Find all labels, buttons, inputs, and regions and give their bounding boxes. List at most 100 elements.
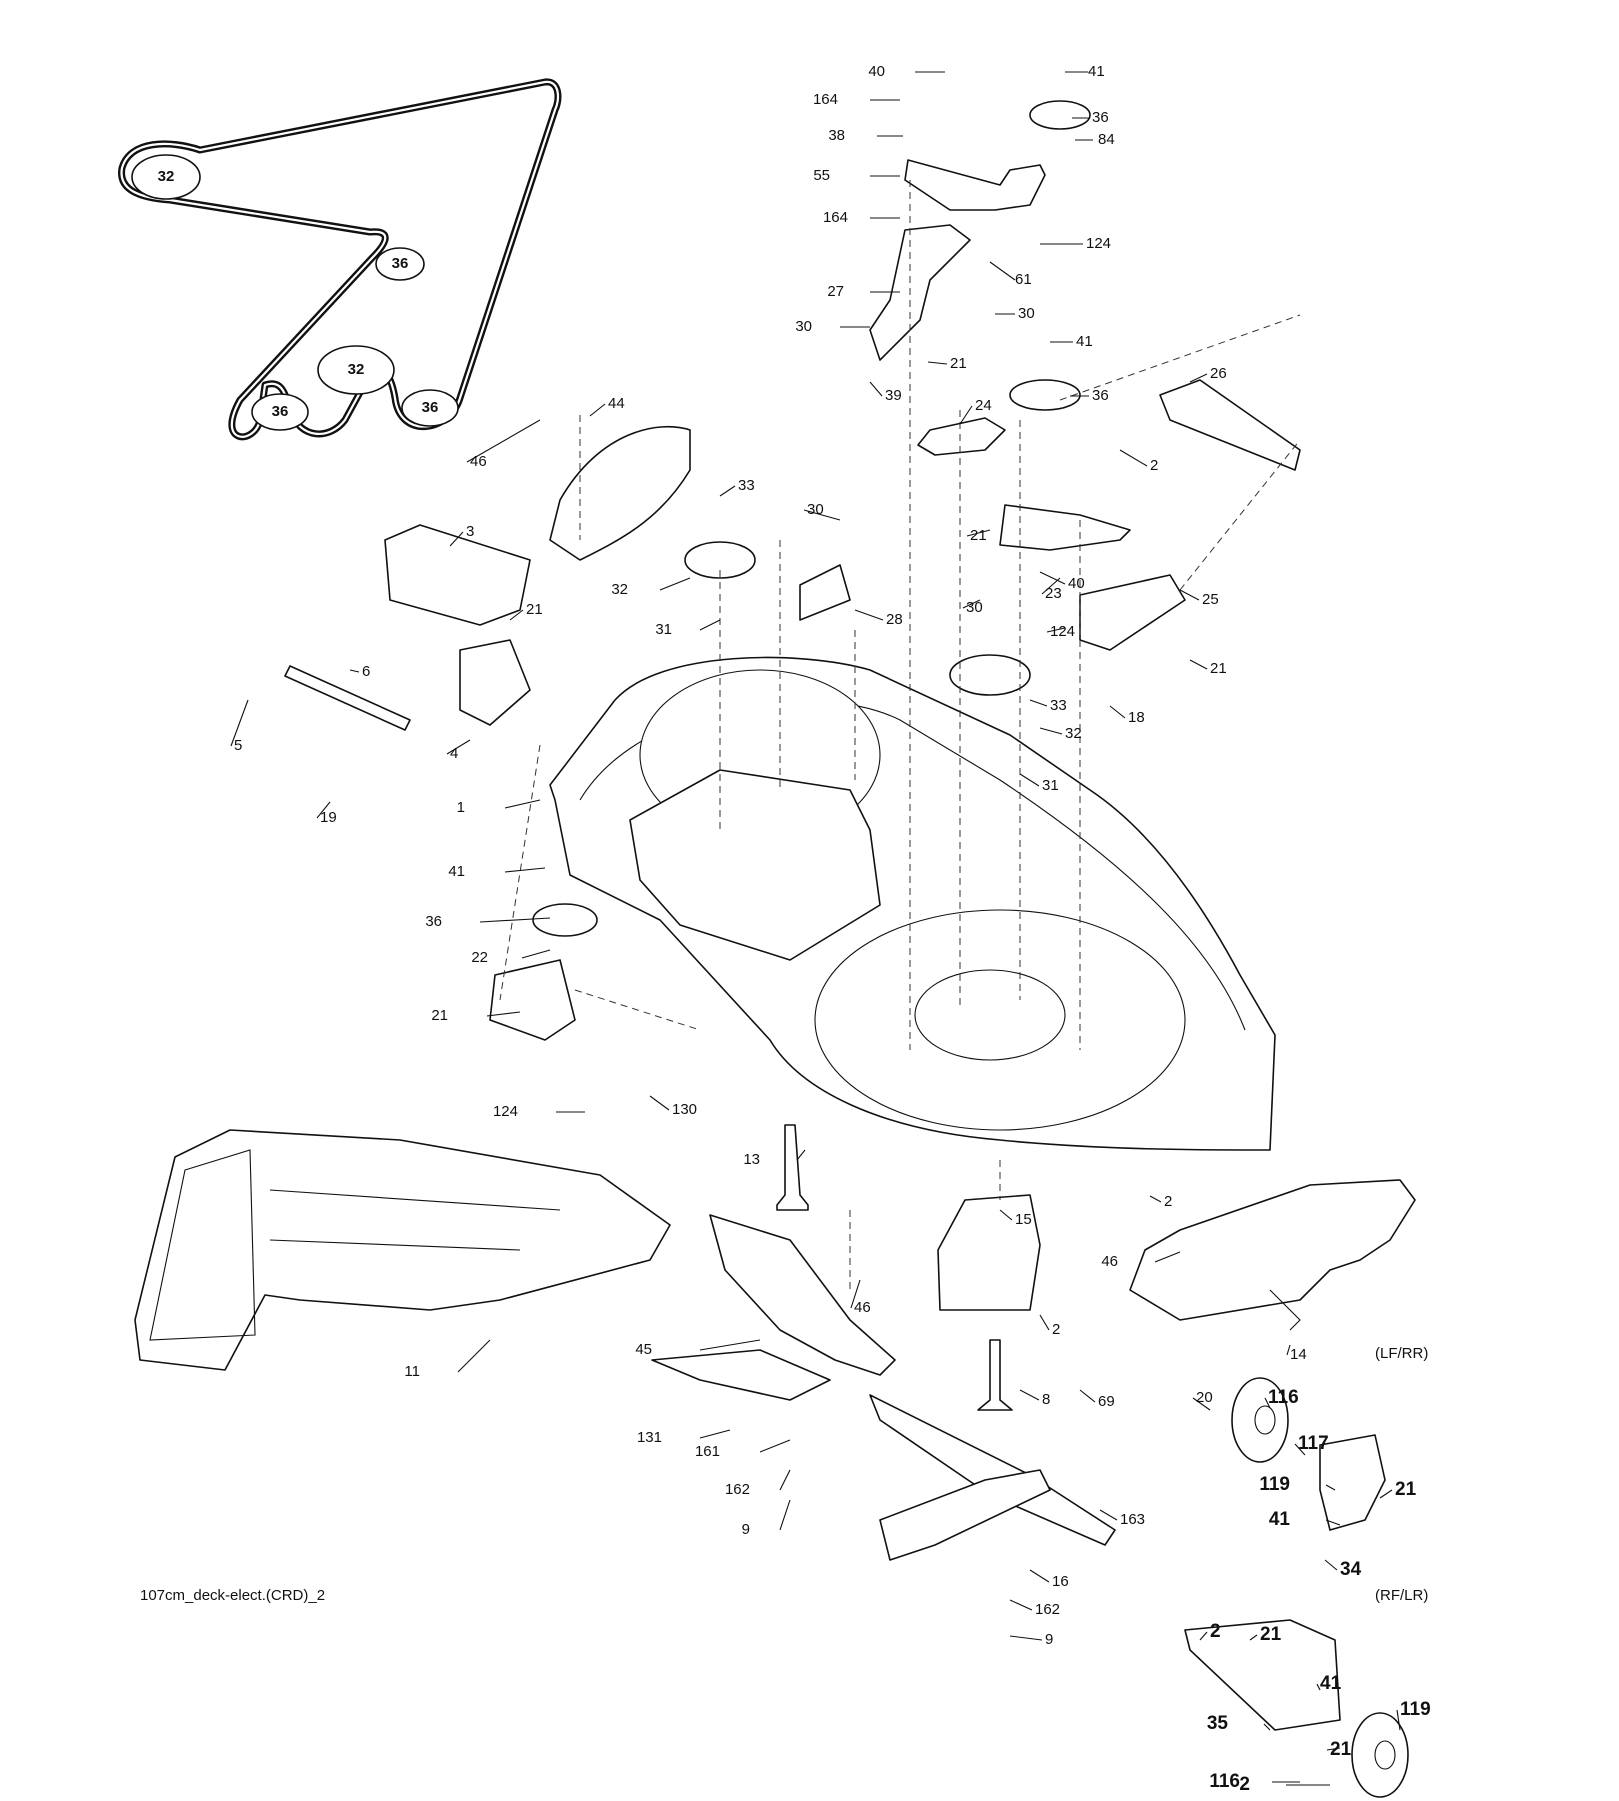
part-callout: 2	[1164, 1193, 1172, 1210]
part-callout: 24	[975, 397, 992, 414]
part-callout: 38	[828, 127, 845, 144]
part-callout: 3	[466, 523, 474, 540]
part-callout: 21	[1330, 1739, 1352, 1760]
leader-line	[1019, 1389, 1040, 1401]
part-callout: 23	[1045, 585, 1062, 602]
part-callout: 40	[1068, 575, 1085, 592]
leader-line	[1179, 589, 1200, 601]
belt-pulley-label: 36	[392, 255, 409, 272]
leader-line	[796, 1149, 806, 1161]
part-callout: 21	[950, 355, 967, 372]
pulley-icon	[375, 247, 425, 281]
gauge-wheels	[1184, 1377, 1409, 1798]
leader-line	[1263, 1723, 1271, 1731]
part-callout: 41	[1269, 1509, 1291, 1530]
diagram-caption: 107cm_deck-elect.(CRD)_2	[140, 1587, 325, 1604]
leader-line	[1029, 1569, 1050, 1583]
part-callout: 131	[637, 1429, 662, 1446]
leader-line	[230, 699, 249, 747]
part-callout: 31	[1042, 777, 1059, 794]
part-callout: 35	[1207, 1713, 1229, 1734]
leader-line	[850, 1279, 861, 1309]
part-callout: 2	[1150, 457, 1158, 474]
leader-line	[349, 669, 360, 673]
assembly-lines	[499, 180, 1301, 1290]
leader-line	[509, 609, 524, 621]
leader-line	[1009, 1635, 1043, 1641]
part-callout: 9	[1045, 1631, 1053, 1648]
belt-routing-diagram	[118, 78, 562, 441]
part-callout: 32	[611, 581, 628, 598]
part-callout: 46	[854, 1299, 871, 1316]
belt-pulley-label: 32	[158, 168, 175, 185]
part-callout: 26	[1210, 365, 1227, 382]
part-callout: 41	[448, 863, 465, 880]
leader-line	[759, 1439, 791, 1453]
part-callout: 41	[1076, 333, 1093, 350]
leader-line	[1286, 1344, 1291, 1356]
part-callout: 40	[868, 63, 885, 80]
part-callout: 33	[1050, 697, 1067, 714]
part-callout: 44	[608, 395, 625, 412]
leader-line	[1249, 1634, 1258, 1641]
part-callout: 20	[1196, 1389, 1213, 1406]
part-callout: 162	[725, 1481, 750, 1498]
leader-line	[966, 529, 991, 537]
part-callout: 21	[1395, 1479, 1417, 1500]
part-callout: 5	[234, 737, 242, 754]
leader-line	[1039, 1314, 1050, 1331]
part-callout: 21	[1210, 660, 1227, 677]
leader-line	[1325, 1484, 1336, 1491]
part-callout: 21	[1260, 1624, 1282, 1645]
leader-line	[446, 739, 471, 755]
part-callout: 46	[1101, 1253, 1118, 1270]
part-callout: 69	[1098, 1393, 1115, 1410]
leader-line	[1264, 1397, 1271, 1409]
leader-line	[1109, 705, 1126, 719]
leader-line	[1189, 373, 1208, 383]
pulley-icon	[131, 154, 201, 200]
part-callout: 1	[457, 799, 465, 816]
leader-line	[1316, 1683, 1321, 1691]
leader-line	[1396, 1709, 1401, 1731]
part-callout: 31	[655, 621, 672, 638]
leader-line	[1324, 1559, 1338, 1571]
part-callout: 4	[450, 745, 458, 762]
part-callout: 32	[1065, 725, 1082, 742]
part-callout: 30	[1018, 305, 1035, 322]
part-callout: 2	[1052, 1321, 1060, 1338]
part-callout: 27	[827, 283, 844, 300]
left-brackets	[284, 425, 851, 1041]
part-callout: 2	[1239, 1774, 1250, 1795]
leader-line	[457, 1339, 491, 1373]
part-callout: 30	[795, 318, 812, 335]
part-callout: 16	[1052, 1573, 1069, 1590]
leader-line	[1325, 1519, 1341, 1526]
part-callout: 116	[1268, 1387, 1299, 1408]
part-callout: 119	[1400, 1699, 1431, 1720]
deck-housing	[549, 656, 1276, 1151]
part-callout: 33	[738, 477, 755, 494]
leader-line	[521, 949, 551, 959]
part-callout: 36	[1092, 387, 1109, 404]
belt-pulley-label: 36	[272, 403, 289, 420]
part-callout: 34	[1340, 1559, 1362, 1580]
leader-line	[1019, 773, 1040, 787]
part-callout: 15	[1015, 1211, 1032, 1228]
leader-line	[989, 261, 1016, 281]
leader-line	[1199, 1631, 1208, 1641]
leader-line	[962, 599, 981, 609]
leader-line	[959, 405, 973, 425]
leader-line	[1039, 727, 1063, 735]
leader-line	[649, 1095, 670, 1111]
part-callout: 130	[672, 1101, 697, 1118]
part-callout: 162	[1035, 1601, 1060, 1618]
leader-line	[1009, 1599, 1033, 1611]
leader-line	[699, 619, 721, 631]
part-callout: 164	[813, 91, 838, 108]
part-callout: 41	[1088, 63, 1105, 80]
part-callout: 55	[813, 167, 830, 184]
leader-line	[854, 609, 884, 621]
part-callout: 30	[807, 501, 824, 518]
variant-label-lf-rr: (LF/RR)	[1375, 1345, 1428, 1362]
